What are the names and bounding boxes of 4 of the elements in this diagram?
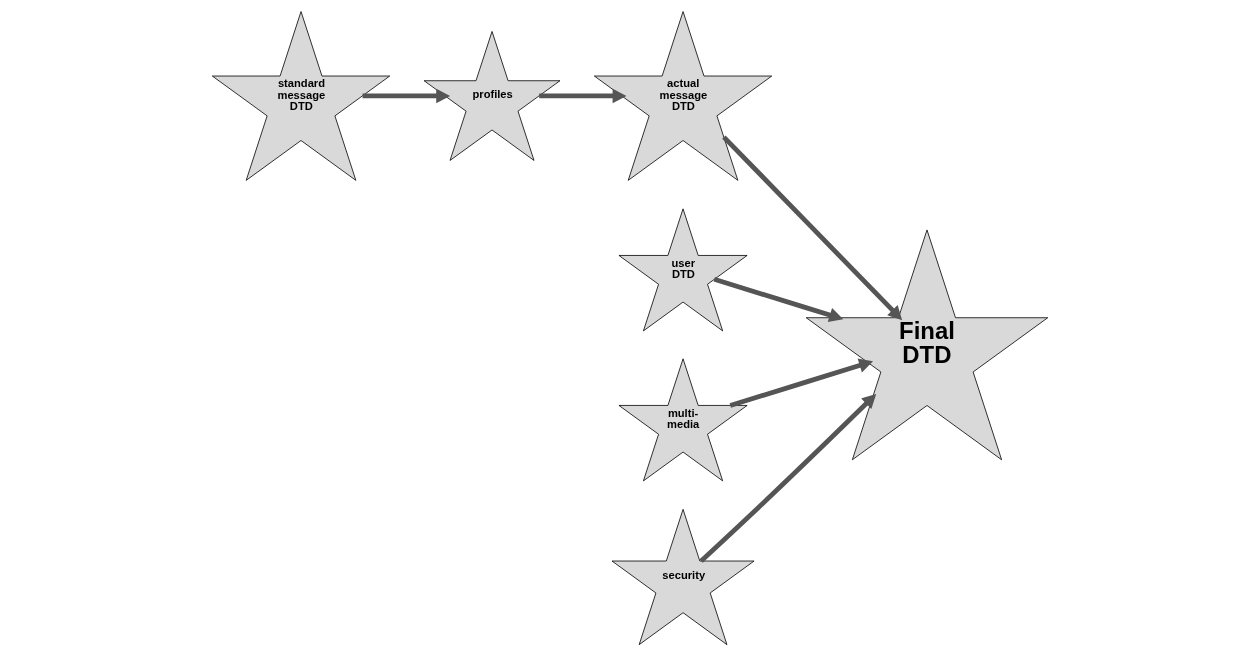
arrow <box>729 358 874 408</box>
arrow <box>539 88 627 104</box>
arrow <box>362 88 451 104</box>
arrow <box>722 135 903 321</box>
